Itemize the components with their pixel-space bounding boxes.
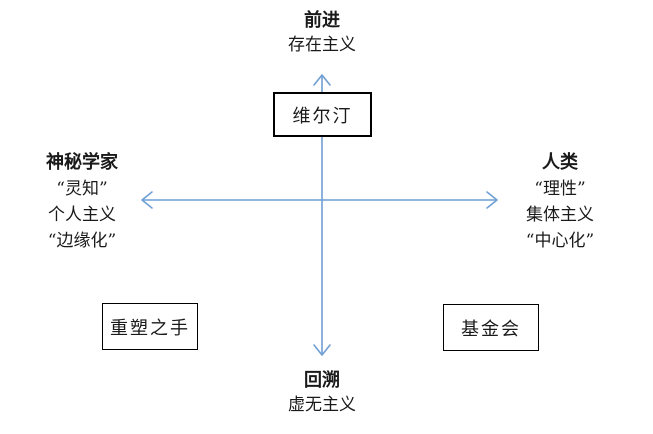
axis-left-title: 神秘学家: [46, 152, 118, 173]
axis-label-down: 回溯 虚无主义: [288, 369, 356, 417]
axis-left-line: 个人主义: [48, 205, 116, 225]
axis-up-subtitle: 存在主义: [288, 35, 356, 55]
axis-left-line: “边缘化”: [47, 231, 117, 251]
node-box-verdin-label: 维尔汀: [292, 105, 353, 127]
axis-down-subtitle: 虚无主义: [288, 395, 356, 415]
axis-right-title: 人类: [541, 152, 578, 173]
axis-down-title: 回溯: [304, 370, 340, 391]
arrow-up-icon: [313, 74, 331, 86]
node-box-hand-of-reshaping: 重塑之手: [102, 303, 198, 350]
arrow-right-icon: [486, 191, 498, 209]
axis-label-right: 人类 “理性” 集体主义 “中心化”: [526, 150, 594, 254]
axis-left-line: “灵知”: [56, 179, 108, 199]
axis-right-line: 集体主义: [525, 205, 594, 225]
node-box-foundation-label: 基金会: [461, 318, 521, 340]
arrow-left-icon: [141, 191, 153, 209]
axis-label-left: 神秘学家 “灵知” 个人主义 “边缘化”: [46, 150, 118, 254]
node-box-foundation: 基金会: [443, 304, 539, 351]
axis-up-title: 前进: [304, 10, 340, 31]
axis-right-line: “理性”: [534, 179, 586, 199]
arrow-down-icon: [313, 344, 331, 356]
node-box-hand-of-reshaping-label: 重塑之手: [110, 317, 190, 339]
axis-label-up: 前进 存在主义: [288, 9, 356, 57]
node-box-verdin: 维尔汀: [273, 92, 372, 137]
axis-right-line: “中心化”: [525, 231, 595, 251]
